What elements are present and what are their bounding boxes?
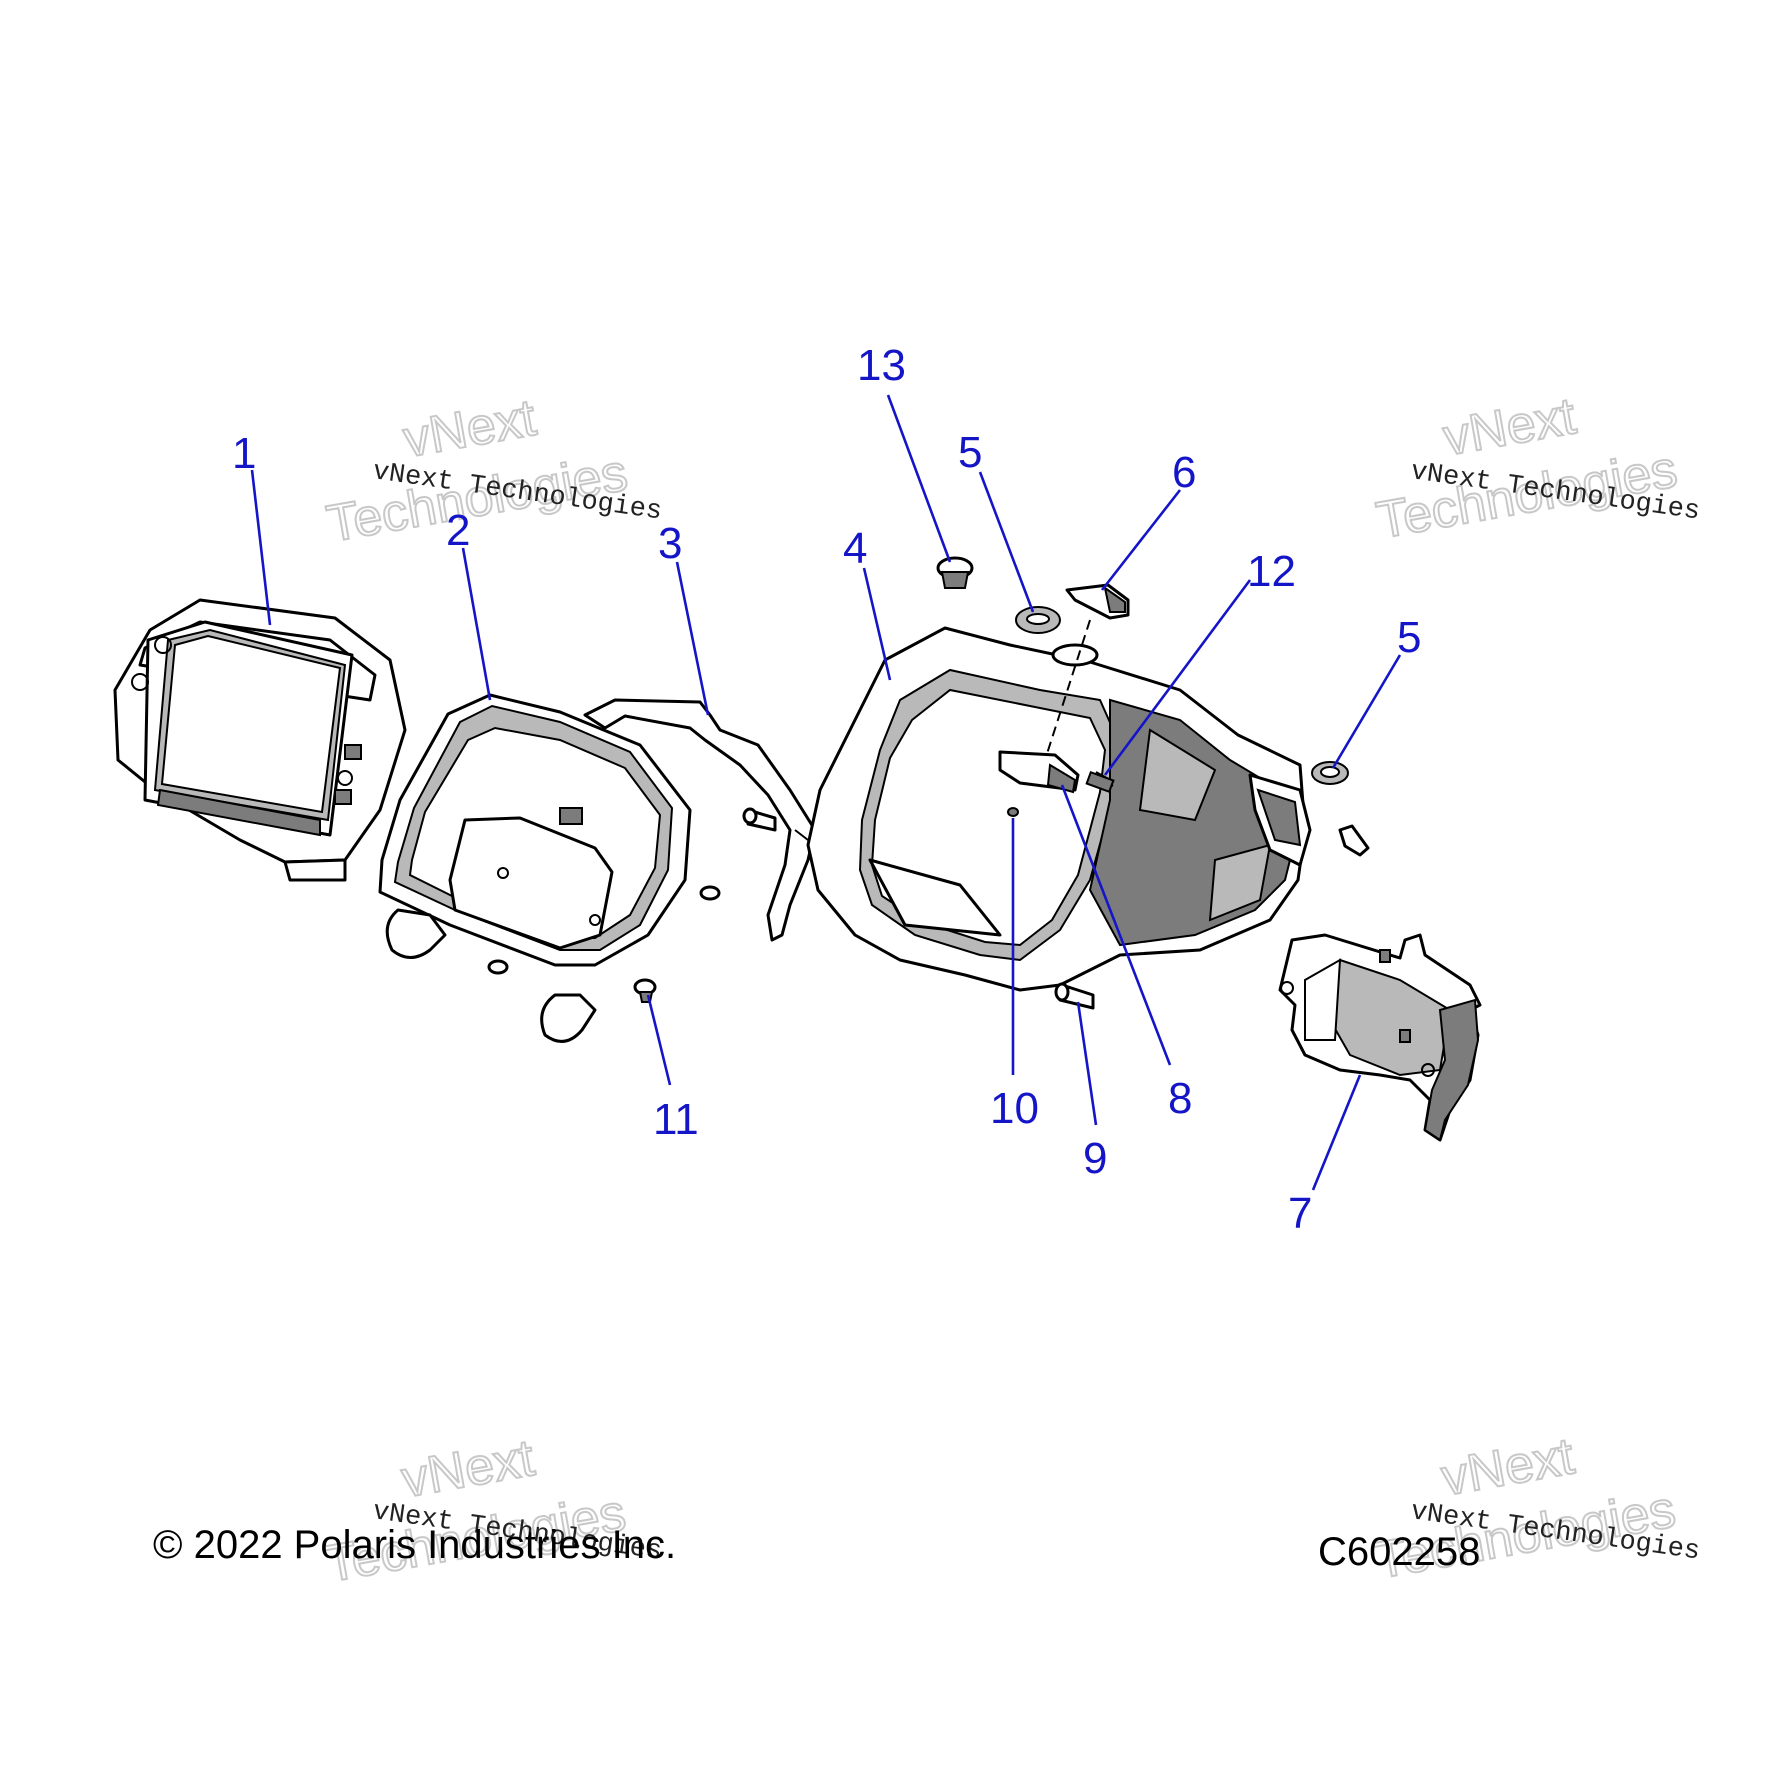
part-cover-bracket	[1278, 933, 1482, 1142]
callout-5-right: 5	[1397, 613, 1421, 662]
part-display-screen	[113, 598, 407, 882]
leader-3	[675, 561, 710, 716]
svg-text:vNext: vNext	[1437, 1427, 1579, 1507]
part-clip	[998, 750, 1080, 794]
leader-7	[1311, 1074, 1362, 1191]
part-pin	[1007, 807, 1019, 817]
svg-text:vNext: vNext	[399, 389, 541, 469]
leader-4	[862, 567, 892, 681]
part-bezel	[378, 693, 692, 1043]
part-screw	[487, 807, 777, 1003]
leader-2	[461, 547, 492, 701]
part-grommet-right	[1311, 761, 1349, 785]
diagram-code: C602258	[1318, 1530, 1480, 1574]
callout-1: 1	[232, 429, 256, 478]
leader-12	[1103, 579, 1252, 776]
callout-5-top: 5	[958, 428, 982, 477]
leader-5b	[1331, 654, 1402, 769]
callout-10: 10	[990, 1084, 1039, 1133]
part-small-gasket	[1338, 824, 1370, 857]
svg-text:vNext: vNext	[397, 1429, 539, 1509]
part-plug	[936, 556, 974, 589]
leader-9	[1076, 1001, 1098, 1126]
part-bolt	[1054, 982, 1095, 1010]
leader-6	[1100, 489, 1182, 591]
callout-8: 8	[1168, 1074, 1192, 1123]
callout-3: 3	[658, 519, 682, 568]
callouts: 1 2 3 4 5 5 6 7 8 9 10 11 12 13	[232, 341, 1421, 1238]
part-housing	[806, 626, 1312, 992]
callout-9: 9	[1083, 1134, 1107, 1183]
callout-4: 4	[843, 524, 867, 573]
callout-2: 2	[446, 506, 470, 555]
leader-1	[250, 469, 272, 626]
leader-11	[646, 994, 672, 1086]
leader-8	[1060, 784, 1172, 1066]
svg-text:vNext: vNext	[1439, 387, 1581, 467]
copyright-notice: © 2022 Polaris Industries Inc.	[153, 1523, 676, 1567]
callout-6: 6	[1172, 448, 1196, 497]
callout-7: 7	[1288, 1189, 1312, 1238]
watermark-top-left: vNext Technologies	[322, 388, 633, 555]
callout-13: 13	[857, 341, 906, 390]
callout-11: 11	[653, 1095, 699, 1144]
leader-5a	[978, 471, 1035, 613]
part-gasket	[583, 698, 817, 942]
part-spring	[1085, 770, 1115, 794]
leader-lines	[250, 394, 1402, 1191]
leader-13	[886, 394, 952, 563]
part-latch	[1044, 583, 1130, 761]
part-grommet-top	[1015, 606, 1061, 634]
watermark-top-right: vNext Technologies	[1371, 386, 1682, 551]
callout-12: 12	[1247, 547, 1296, 596]
